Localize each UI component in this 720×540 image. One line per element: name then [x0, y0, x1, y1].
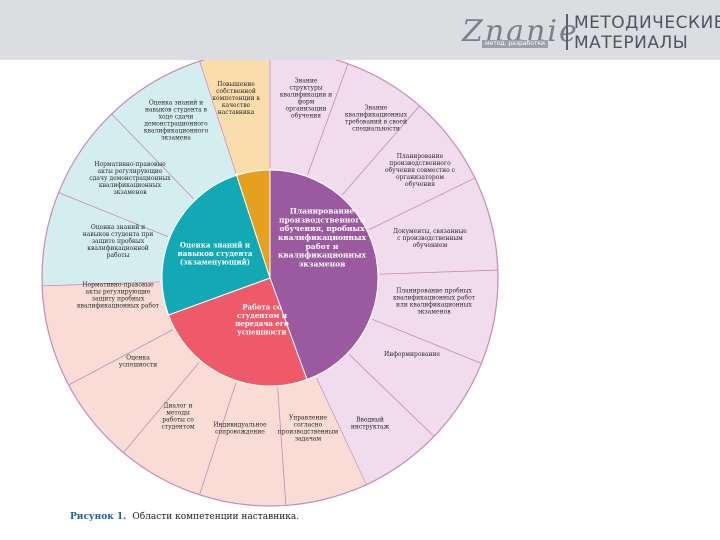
logo-divider	[566, 14, 568, 50]
wheel-border	[41, 60, 499, 507]
ring-divider	[348, 354, 435, 437]
caption-label: Рисунок 1.	[70, 512, 127, 522]
banner-title-line-1: МЕТОДИЧЕСКИЕ	[574, 13, 720, 33]
publisher-logo: Znanie метод. разработки	[462, 14, 577, 50]
ring-divider	[368, 177, 476, 231]
ring-divider	[307, 63, 349, 175]
ring-divider	[111, 113, 194, 200]
banner-title-line-2: МАТЕРИАЛЫ	[574, 33, 689, 53]
ring-divider	[123, 362, 200, 453]
header-banner: Znanie метод. разработки МЕТОДИЧЕСКИЕ МА…	[0, 0, 720, 60]
ring-divider	[316, 377, 367, 485]
ring-divider	[42, 281, 161, 287]
ring-divider	[199, 382, 237, 495]
wheel-sectors	[41, 60, 499, 507]
figure-caption: Рисунок 1. Области компетенции наставника…	[70, 512, 299, 522]
ring-divider	[341, 105, 420, 196]
core-sector-work	[167, 277, 308, 387]
label-informing: Информирование	[384, 351, 440, 358]
caption-text: Области компетенции наставника.	[132, 512, 300, 522]
ring-divider	[68, 329, 174, 386]
core-sector-assessment	[161, 174, 271, 316]
ring-divider	[199, 61, 237, 174]
core-sector-own	[235, 169, 271, 279]
ring-divider	[379, 269, 498, 275]
ring-divider	[277, 387, 287, 506]
core-sector-planning	[269, 169, 379, 381]
logo-tag: метод. разработки	[482, 40, 548, 48]
ring-divider	[58, 192, 169, 238]
ring-divider	[371, 318, 482, 364]
